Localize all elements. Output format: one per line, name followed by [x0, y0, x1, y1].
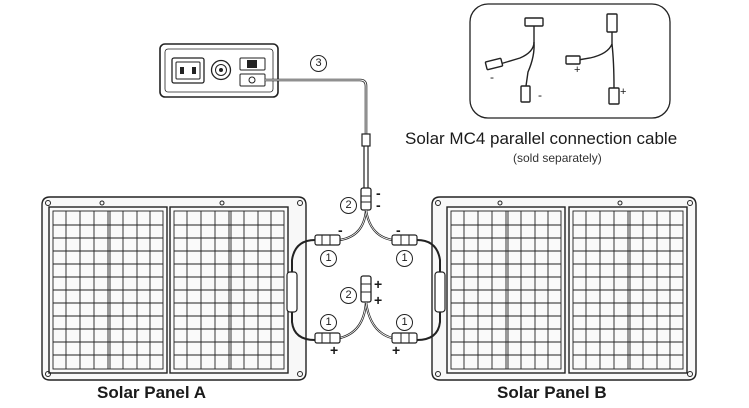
solar-panel-b: [431, 196, 697, 381]
polarity-minus: -: [376, 185, 381, 201]
step-marker-1-a-bottom: 1: [320, 314, 337, 331]
ac-outlet-icon: [171, 57, 205, 84]
step-marker-2-bottom: 2: [340, 287, 357, 304]
step-marker-2-top: 2: [340, 197, 357, 214]
panel-b-label: Solar Panel B: [497, 383, 607, 402]
polarity-plus: +: [374, 276, 383, 292]
polarity-minus: -: [538, 88, 542, 102]
cable-title: Solar MC4 parallel connection cable: [405, 129, 678, 148]
polarity-plus: +: [574, 64, 581, 76]
mc4-cable-illustration: [469, 3, 671, 119]
step-marker-1-a-top: 1: [320, 250, 337, 267]
polarity-plus: +: [392, 342, 401, 358]
polarity-minus: -: [396, 222, 401, 238]
polarity-plus: +: [374, 292, 383, 308]
mc4-connector-icon: [314, 234, 341, 246]
polarity-minus: -: [490, 70, 494, 84]
panel-a-label: Solar Panel A: [97, 383, 206, 402]
polarity-minus: -: [338, 222, 343, 238]
dc-port-icon: [210, 59, 232, 81]
step-marker-1-b-bottom: 1: [396, 314, 413, 331]
mc4-connector-icon: [314, 332, 341, 344]
polarity-minus: -: [376, 197, 381, 213]
polarity-plus: +: [330, 342, 339, 358]
mc4-connector-icon: [391, 332, 418, 344]
main-input-cable: [265, 78, 371, 188]
power-station-icon: [159, 43, 279, 98]
power-switch-icon: [239, 57, 266, 87]
cable-note: (sold separately): [513, 151, 602, 165]
step-marker-1-b-top: 1: [396, 250, 413, 267]
step-marker-3: 3: [310, 55, 327, 72]
y-branch-cable-icon: [286, 187, 446, 344]
solar-panel-a: [41, 196, 307, 381]
polarity-plus: +: [620, 86, 627, 98]
